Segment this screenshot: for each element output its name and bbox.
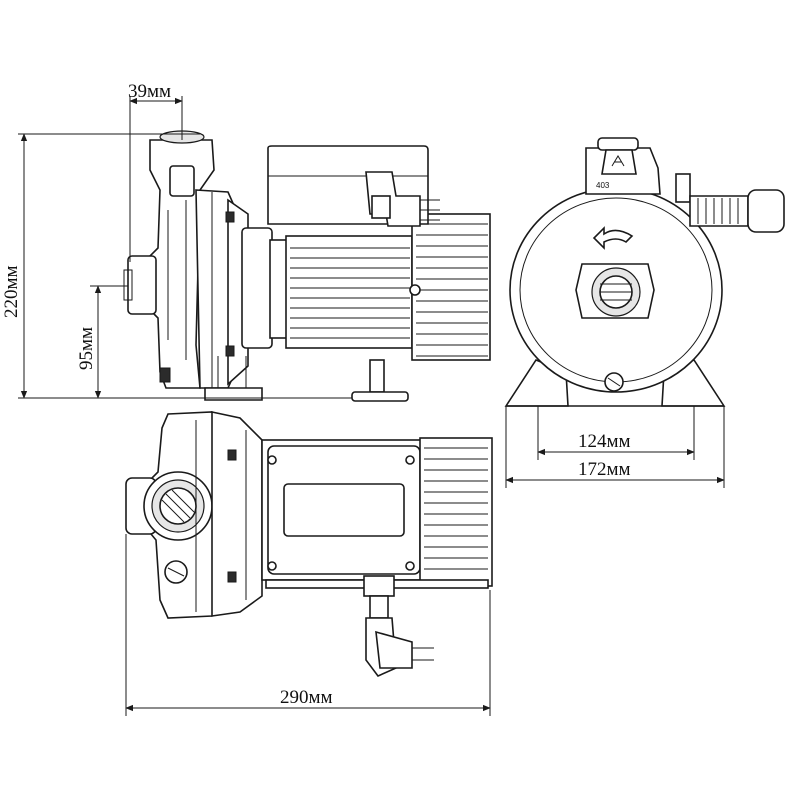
rating-mark: 403 [596, 181, 610, 190]
motor-body [241, 213, 491, 361]
rotation-arrow-icon [592, 226, 634, 250]
front-top-port: 403 [585, 137, 661, 195]
power-cable-plug [363, 575, 434, 677]
gland-ridges [697, 198, 739, 224]
front-view: 403 [504, 137, 785, 407]
front-outlet-port [575, 263, 655, 319]
dimension-lines: 39мм 220мм 95мм 124мм 172мм 290мм [1, 81, 725, 716]
dim-inlet-offset-label: 39мм [128, 81, 171, 102]
cooling-fins [290, 247, 410, 339]
motor-top [261, 437, 493, 589]
dim-foot-spacing-label: 124мм [578, 431, 631, 452]
front-rear-cap [675, 173, 785, 233]
motor-bracket [195, 189, 263, 401]
dim-total-height-label: 220мм [1, 265, 22, 318]
dim-shaft-height-label: 95мм [76, 327, 97, 370]
side-view [123, 130, 491, 402]
pump-casing-top [125, 411, 229, 619]
motor-foot [351, 359, 409, 402]
bracket-top [211, 411, 263, 617]
dim-base-width-label: 172мм [578, 459, 631, 480]
top-view [125, 411, 493, 677]
rear-cooling-fins [416, 223, 488, 357]
cable-gland [365, 171, 440, 227]
dim-total-length-label: 290мм [280, 687, 333, 708]
top-cooling-fins [424, 447, 488, 581]
